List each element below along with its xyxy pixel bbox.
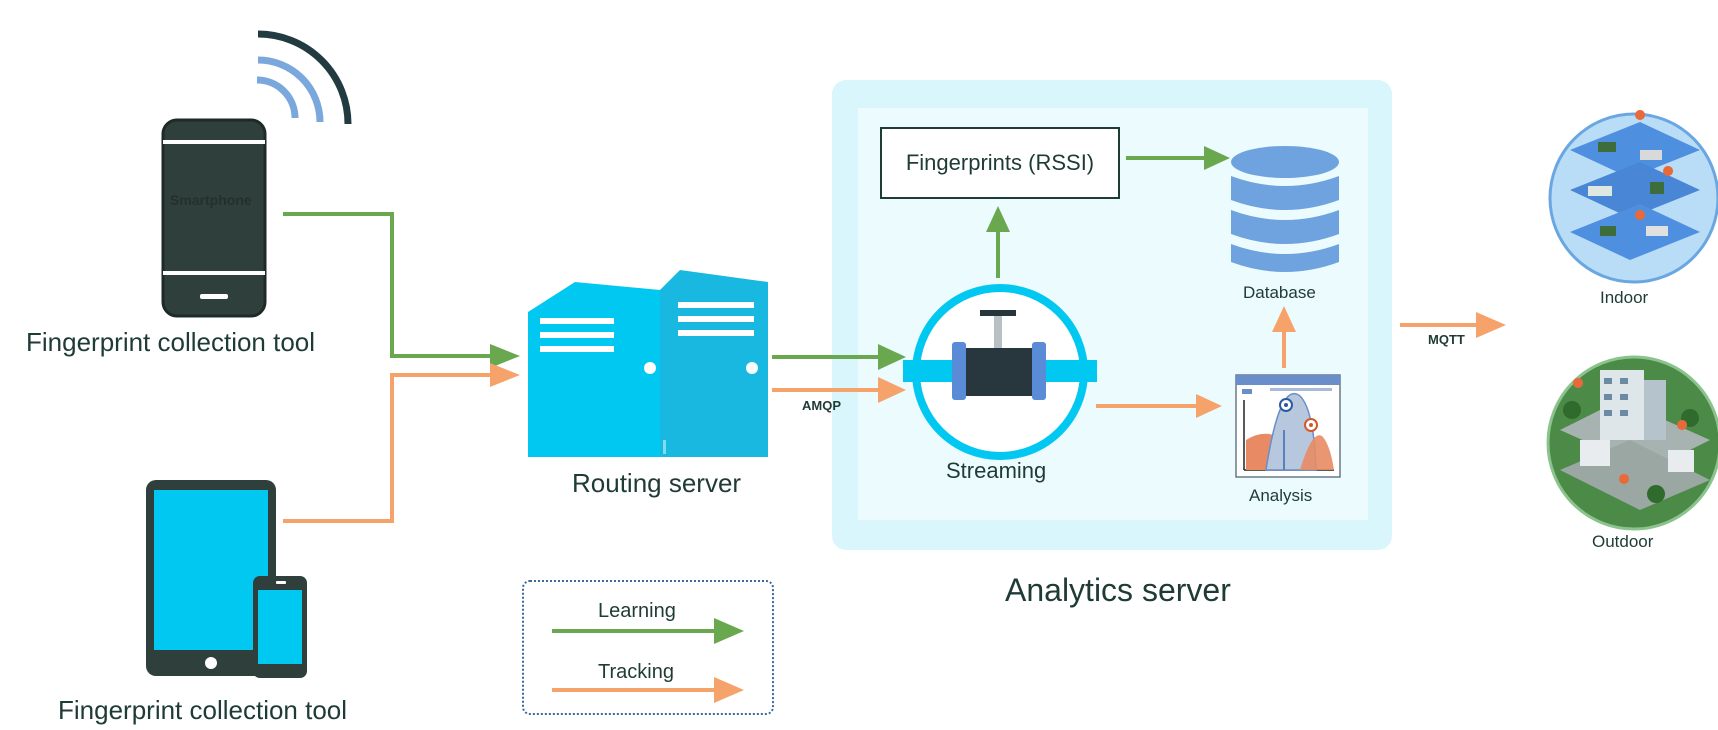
outdoor-label: Outdoor: [1592, 532, 1654, 551]
smartphone-screen-text: Smartphone: [170, 192, 252, 208]
routing-server-icon: [528, 270, 768, 457]
tracking-arrowheads: [490, 306, 1506, 418]
analysis-icon: [1235, 374, 1341, 478]
smartphone-tool-label: Fingerprint collection tool: [26, 327, 316, 357]
database-icon: [1231, 146, 1339, 272]
legend-tracking-label: Tracking: [598, 661, 674, 683]
streaming-icon: [903, 284, 1097, 460]
mqtt-label: MQTT: [1428, 332, 1465, 347]
streaming-label: Streaming: [946, 458, 1047, 483]
legend-learning-label: Learning: [598, 600, 676, 622]
legend-tracking-arrow: [552, 677, 744, 703]
analytics-server-title: Analytics server: [1005, 572, 1231, 608]
fingerprints-rssi-box: Fingerprints (RSSI): [880, 127, 1120, 199]
indoor-map-icon: [1548, 110, 1718, 284]
legend-learning-arrow: [552, 618, 744, 644]
tracking-connectors: [283, 323, 1480, 523]
database-label: Database: [1243, 283, 1316, 302]
learning-connectors: [283, 156, 1208, 359]
wifi-icon: [256, 30, 352, 125]
tablet-icon: [146, 480, 307, 678]
indoor-label: Indoor: [1600, 288, 1649, 307]
smartphone-icon: [161, 118, 267, 318]
tablet-tool-label: Fingerprint collection tool: [58, 695, 348, 725]
amqp-label: AMQP: [802, 398, 841, 413]
analysis-label: Analysis: [1249, 486, 1313, 505]
learning-arrowheads: [490, 146, 1230, 370]
routing-server-label: Routing server: [572, 468, 742, 498]
outdoor-map-icon: [1546, 355, 1718, 531]
legend: [522, 580, 774, 715]
